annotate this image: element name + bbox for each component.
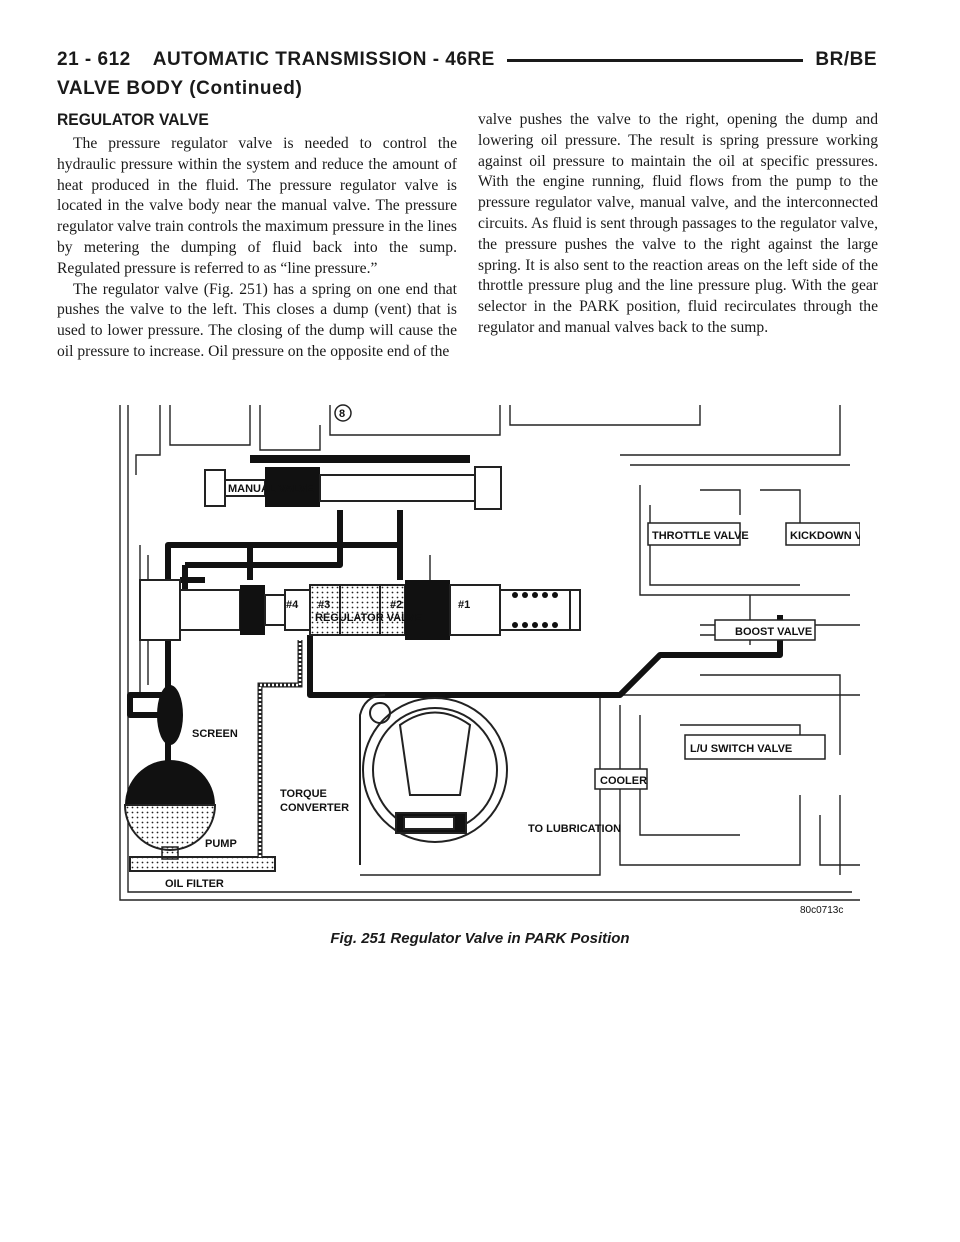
torque-converter-label-1: TORQUE	[280, 788, 327, 800]
land-2-label: #2	[390, 599, 402, 611]
torque-converter	[359, 694, 508, 865]
lu-switch-valve-label: L/U SWITCH VALVE	[690, 743, 792, 755]
cooler-box	[594, 768, 648, 790]
model-code: BR/BE	[815, 49, 877, 70]
pump-label: PUMP	[205, 838, 237, 850]
oil-filter-label: OIL FILTER	[165, 878, 224, 890]
cooler-label: COOLER	[600, 775, 647, 787]
land-4-label: #4	[286, 599, 299, 611]
paragraph: The regulator valve (Fig. 251) has a spr…	[57, 280, 457, 360]
throttle-valve-label: THROTTLE VALVE	[652, 530, 749, 542]
check-ball-label: 8	[339, 408, 345, 420]
paragraph: The pressure regulator valve is needed t…	[57, 135, 457, 277]
manual-valve	[204, 455, 502, 510]
land-3-label: #3	[318, 599, 330, 611]
land-1-label: #1	[458, 599, 470, 611]
pump	[123, 760, 217, 860]
figure-caption: Fig. 251 Regulator Valve in PARK Positio…	[330, 930, 630, 947]
right-column: valve pushes the valve to the right, ope…	[478, 110, 878, 339]
regulator-valve-label: REGULATOR VALVE	[315, 612, 422, 624]
screen-label: SCREEN	[192, 728, 238, 740]
regulator-valve	[139, 579, 581, 641]
figure-code: 80c0713c	[800, 905, 843, 915]
oil-filter	[129, 856, 276, 872]
section-heading: REGULATOR VALVE	[57, 110, 209, 129]
kickdown-valve-label: KICKDOWN VAL	[790, 530, 860, 542]
manual-valve-label: MANUAL VALVE	[228, 483, 314, 495]
header-rule	[506, 58, 804, 62]
paragraph: valve pushes the valve to the right, ope…	[478, 111, 878, 336]
torque-converter-label-2: CONVERTER	[280, 802, 349, 814]
screen	[157, 685, 183, 745]
page-header: 21 - 612 AUTOMATIC TRANSMISSION - 46RE B…	[57, 46, 877, 74]
boost-valve-label: BOOST VALVE	[735, 626, 812, 638]
to-lubrication-label: TO LUBRICATION	[528, 823, 621, 835]
left-column: The pressure regulator valve is needed t…	[57, 134, 457, 363]
page-number: 21 - 612	[57, 49, 131, 70]
continued-heading: VALVE BODY (Continued)	[57, 78, 303, 99]
hydraulic-diagram: MANUAL VALVE 8	[100, 395, 860, 915]
chapter-title: AUTOMATIC TRANSMISSION - 46RE	[152, 49, 495, 70]
